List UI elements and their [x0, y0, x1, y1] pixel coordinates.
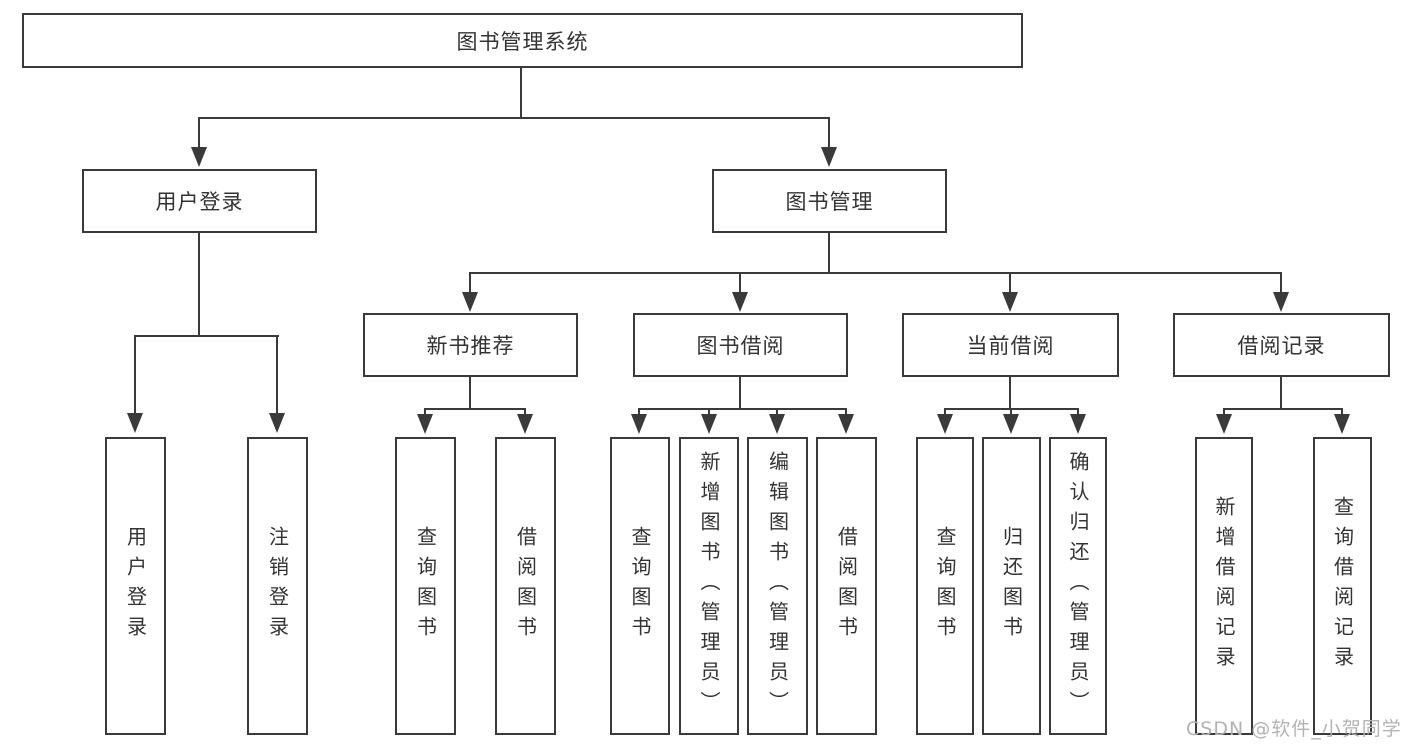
connector-to-new-book [469, 272, 471, 294]
csdn-watermark: CSDN @软件_小贺同学 [1186, 718, 1402, 740]
arrow-down-icon [517, 414, 533, 434]
connector-to-current-borrow [1009, 272, 1011, 294]
arrow-down-icon [821, 147, 837, 167]
leaf-label: 借阅图书 [513, 526, 538, 646]
connector-book-mgmt-drop [828, 233, 830, 274]
node-library-management-system: 图书管理系统 [22, 13, 1023, 68]
leaf-borrow-books-recommend: 借阅图书 [495, 437, 556, 735]
connector-book-borrow-drop [739, 377, 741, 410]
leaf-label: 查询图书 [933, 526, 957, 646]
leaf-borrow-books: 借阅图书 [816, 437, 877, 735]
node-label: 图书借阅 [696, 334, 785, 358]
connector-leaf-stem [1223, 408, 1225, 418]
leaf-label: 用户登录 [123, 526, 148, 646]
connector-leaf-stem [708, 408, 710, 418]
arrow-down-icon [838, 414, 854, 434]
leaf-label: 编辑图书（管理员） [765, 451, 790, 721]
connector-to-book-borrow [739, 272, 741, 294]
arrow-down-icon [1216, 414, 1232, 434]
arrow-down-icon [1070, 414, 1086, 434]
connector-new-book-drop [469, 377, 471, 410]
arrow-down-icon [1334, 414, 1350, 434]
node-current-borrowing: 当前借阅 [902, 313, 1119, 377]
connector-leaf-stem [944, 408, 946, 418]
leaf-query-books-current: 查询图书 [916, 437, 974, 735]
connector-user-login-drop [198, 233, 200, 337]
leaf-label: 新增借阅记录 [1212, 496, 1236, 676]
leaf-query-borrow-record: 查询借阅记录 [1313, 437, 1372, 735]
connector-current-borrow-drop [1009, 377, 1011, 410]
arrow-down-icon [462, 292, 478, 312]
connector-leaf-stem [424, 408, 426, 418]
leaf-edit-books-admin: 编辑图书（管理员） [747, 437, 808, 735]
connector-root-hline [198, 117, 830, 119]
node-label: 借阅记录 [1237, 334, 1326, 358]
connector-book-mgmt-hline [469, 272, 1282, 274]
arrow-down-icon [701, 414, 717, 434]
arrow-down-icon [1273, 292, 1289, 312]
leaf-query-books-recommend: 查询图书 [395, 437, 456, 735]
connector-to-borrow-record [1280, 272, 1282, 294]
arrow-down-icon [127, 413, 143, 433]
connector-leaf-stem [1077, 408, 1079, 418]
connector-leaf-stem [1341, 408, 1343, 418]
arrow-down-icon [631, 414, 647, 434]
leaf-label: 归还图书 [999, 526, 1024, 646]
arrow-down-icon [269, 413, 285, 433]
connector-borrow-record-drop [1280, 377, 1282, 410]
node-label: 图书管理系统 [456, 29, 589, 54]
leaf-label: 注销登录 [265, 526, 290, 646]
connector-new-book-hline [425, 408, 526, 410]
node-label: 新书推荐 [426, 334, 515, 358]
connector-book-borrow-hline [639, 408, 847, 410]
connector-leaf-stem [1010, 408, 1012, 418]
node-borrowing-records: 借阅记录 [1173, 313, 1390, 377]
node-new-book-recommend: 新书推荐 [363, 313, 578, 377]
connector-user-login-hline [134, 335, 279, 337]
leaf-add-borrow-record: 新增借阅记录 [1195, 437, 1253, 735]
node-label: 用户登录 [155, 190, 244, 214]
arrow-down-icon [1002, 292, 1018, 312]
node-user-login: 用户登录 [82, 169, 317, 233]
leaf-label: 新增图书（管理员） [697, 451, 721, 721]
node-book-borrowing: 图书借阅 [633, 313, 848, 377]
connector-leaf-stem [638, 408, 640, 418]
arrow-down-icon [937, 414, 953, 434]
connector-to-leaf-logout [276, 335, 278, 415]
connector-leaf-stem [845, 408, 847, 418]
leaf-label: 确认归还（管理员） [1066, 451, 1090, 721]
leaf-user-login: 用户登录 [105, 437, 166, 735]
node-book-management: 图书管理 [712, 169, 947, 233]
connector-root-drop [520, 68, 522, 117]
connector-to-book-management [828, 117, 830, 149]
leaf-logout: 注销登录 [247, 437, 308, 735]
leaf-add-books-admin: 新增图书（管理员） [679, 437, 739, 735]
leaf-query-books-borrowing: 查询图书 [610, 437, 670, 735]
connector-leaf-stem [524, 408, 526, 418]
leaf-label: 借阅图书 [834, 526, 859, 646]
leaf-confirm-return-admin: 确认归还（管理员） [1049, 437, 1107, 735]
connector-borrow-record-hline [1223, 408, 1343, 410]
arrow-down-icon [417, 414, 433, 434]
connector-to-leaf-login [134, 335, 136, 415]
arrow-down-icon [732, 292, 748, 312]
leaf-label: 查询图书 [413, 526, 438, 646]
node-label: 当前借阅 [966, 334, 1055, 358]
connector-leaf-stem [776, 408, 778, 418]
arrow-down-icon [769, 414, 785, 434]
leaf-label: 查询图书 [628, 526, 652, 646]
connector-to-user-login [198, 117, 200, 149]
leaf-label: 查询借阅记录 [1330, 496, 1355, 676]
arrow-down-icon [1003, 414, 1019, 434]
node-label: 图书管理 [785, 190, 874, 214]
arrow-down-icon [191, 147, 207, 167]
leaf-return-books: 归还图书 [982, 437, 1041, 735]
